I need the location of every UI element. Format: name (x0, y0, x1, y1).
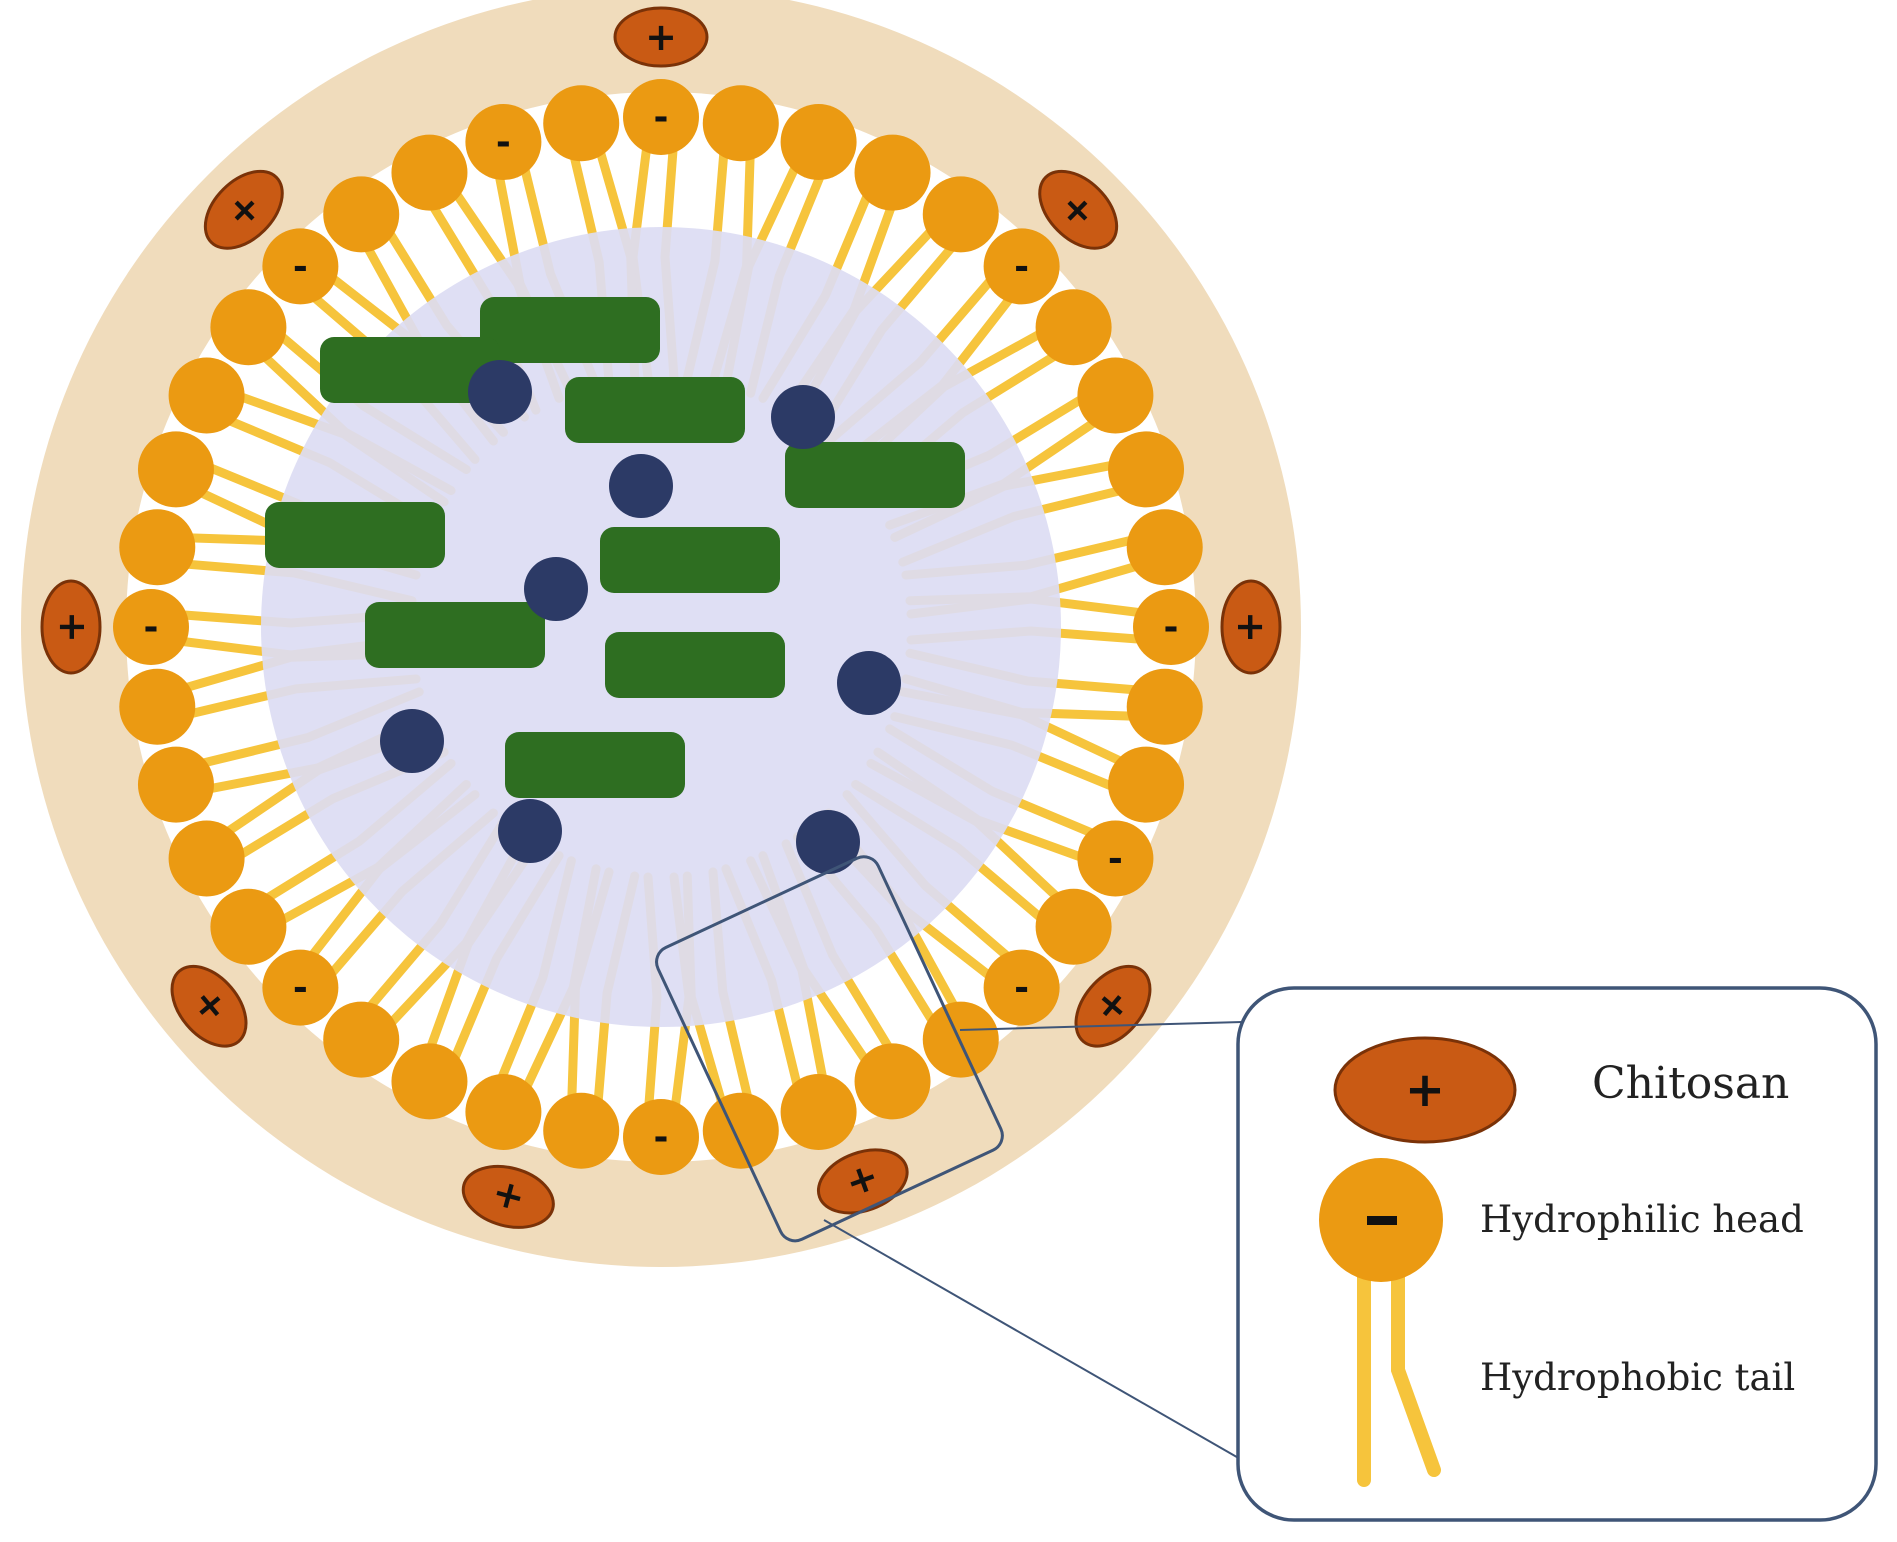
drug-rod-icon (605, 632, 785, 698)
drug-sphere-icon (771, 385, 835, 449)
chitosan-particle-icon: + (1220, 579, 1282, 675)
negative-charge-sign: - (144, 607, 159, 648)
liposome-core (261, 227, 1061, 1027)
chitosan-particle-icon: + (203, 169, 284, 250)
lipid-head (323, 176, 400, 253)
negative-charge-sign: - (1014, 246, 1029, 287)
lipid-head (465, 1074, 542, 1151)
chitosan-particle-icon: + (613, 6, 709, 68)
lipid-head (119, 668, 196, 745)
negative-charge-sign: - (654, 1117, 669, 1158)
negative-sign (1367, 1216, 1397, 1225)
drug-rod-icon (505, 732, 685, 798)
lipid-head (465, 103, 542, 180)
drug-sphere-icon (609, 454, 673, 518)
lipid-head (780, 1074, 857, 1151)
drug-sphere-icon (468, 360, 532, 424)
chitosan-particle-icon: + (40, 579, 102, 675)
drug-rod-icon (365, 602, 545, 668)
lipid-head (702, 1092, 779, 1169)
lipid-head (168, 820, 245, 897)
lipid-head (210, 888, 287, 965)
lipid-head (983, 228, 1060, 305)
negative-charge-sign: - (1164, 607, 1179, 648)
drug-rod-icon (785, 442, 965, 508)
legend-box: + Chitosan Hydrophilic head Hydrophobic … (1236, 986, 1878, 1522)
lipid-head (623, 79, 699, 155)
drug-rod-icon (320, 337, 500, 403)
negative-charge-sign: - (1108, 839, 1123, 880)
chitosan-particle-icon (1333, 1036, 1517, 1144)
lipid-head (1035, 888, 1112, 965)
drug-rod-icon (600, 527, 780, 593)
lipid-head (623, 1099, 699, 1175)
lipid-head (119, 509, 196, 586)
lipid-head (983, 949, 1060, 1026)
drug-sphere-icon (380, 709, 444, 773)
lipid-head (113, 589, 189, 665)
positive-charge-sign: + (1229, 611, 1273, 643)
lipid-head (1133, 589, 1209, 665)
lipid-head (780, 103, 857, 180)
negative-charge-sign: - (496, 122, 511, 163)
lipid-head (1035, 289, 1112, 366)
legend-label-tail: Hydrophobic tail (1480, 1356, 1795, 1399)
negative-charge-sign: - (1014, 968, 1029, 1009)
legend-label-chitosan: Chitosan (1592, 1058, 1789, 1109)
lipid-head (391, 1043, 468, 1120)
lipid-head (1108, 431, 1185, 508)
lipid-head (391, 134, 468, 211)
lipid-head (210, 289, 287, 366)
zoom-line-top (959, 1021, 1243, 1031)
lipid-head (137, 431, 214, 508)
positive-charge-sign: + (49, 611, 93, 643)
lipid-head (137, 746, 214, 823)
chitosan-particle-icon: + (170, 964, 248, 1048)
lipid-head (854, 134, 931, 211)
lipid-head (854, 1043, 931, 1120)
legend-chitosan-item: + Chitosan (1333, 1036, 1789, 1144)
drug-rod-icon (265, 502, 445, 568)
lipid-head (168, 357, 245, 434)
lipid-tail-icon (1357, 1253, 1441, 1487)
chitosan-particle-icon: + (816, 1148, 909, 1215)
negative-charge-sign: - (293, 246, 308, 287)
lipid-head (543, 85, 620, 162)
zoom-frame (655, 855, 1004, 1243)
chitosan-particle-icon: + (461, 1164, 555, 1229)
drug-sphere-icon (524, 557, 588, 621)
lipid-head (262, 228, 339, 305)
legend-label-head: Hydrophilic head (1480, 1198, 1804, 1241)
drug-sphere-icon (796, 810, 860, 874)
lipid-head (1108, 746, 1185, 823)
chitosan-particles-layer: +++++++++ (40, 6, 1282, 1229)
drug-sphere-icon (498, 799, 562, 863)
lipid-head (702, 85, 779, 162)
positive-charge-sign: + (645, 15, 677, 59)
drug-rod-icon (565, 377, 745, 443)
lipid-head (1126, 668, 1203, 745)
lipid-head (1077, 357, 1154, 434)
chitosan-particle-icon: + (1038, 169, 1119, 250)
lipid-head (1077, 820, 1154, 897)
negative-charge-sign: - (293, 968, 308, 1009)
negative-charge-sign: - (654, 97, 669, 138)
lipid-head (543, 1092, 620, 1169)
positive-sign: + (1405, 1062, 1445, 1118)
encapsulated-drugs (265, 297, 965, 874)
lipid-head (922, 176, 999, 253)
legend-head-item: Hydrophilic head Hydrophobic tail (1319, 1158, 1804, 1487)
lipid-head (1126, 509, 1203, 586)
drug-sphere-icon (837, 651, 901, 715)
zoom-line-bottom (823, 1219, 1243, 1461)
lipid-heads-layer: - - - - - - - - - - (113, 79, 1209, 1175)
lipid-head (262, 949, 339, 1026)
lipid-head (323, 1001, 400, 1078)
drug-rod-icon (480, 297, 660, 363)
